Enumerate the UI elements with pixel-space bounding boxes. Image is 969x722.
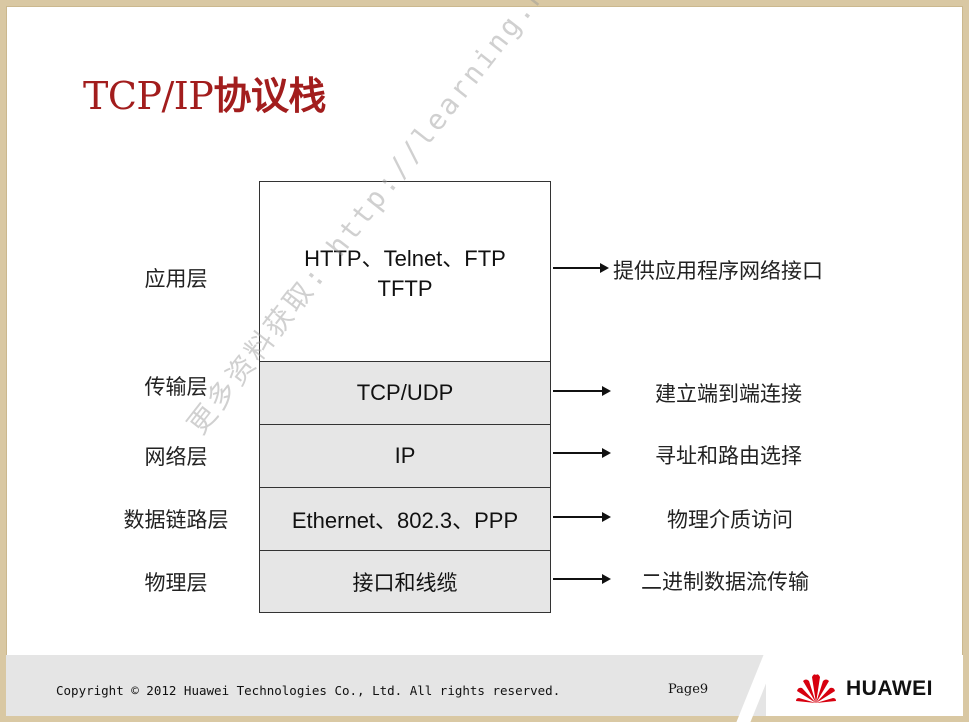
layer-label-physical: 物理层 (144, 571, 208, 595)
title-cn: 协议栈 (213, 74, 326, 118)
copyright-text: Copyright © 2012 Huawei Technologies Co.… (56, 683, 561, 698)
transport-protocols: TCP/UDP (356, 380, 454, 405)
protocol-stack: HTTP、Telnet、FTP TFTP TCP/UDP IP Ethernet… (259, 181, 551, 613)
physical-protocols: 接口和线缆 (352, 570, 458, 595)
arrow-application (553, 263, 609, 273)
footer-logo-panel (766, 655, 963, 716)
stack-cell-network: IP (259, 424, 551, 487)
stack-cell-physical: 接口和线缆 (259, 550, 551, 613)
stack-cell-transport: TCP/UDP (259, 361, 551, 424)
desc-network: 寻址和路由选择 (655, 444, 802, 468)
arrow-network (553, 448, 611, 458)
footer: Copyright © 2012 Huawei Technologies Co.… (6, 647, 963, 722)
desc-transport: 建立端到端连接 (655, 382, 802, 406)
arrow-transport (553, 386, 611, 396)
brand-name: HUAWEI (846, 677, 933, 700)
slide: TCP/IP协议栈 应用层 传输层 网络层 数据链路层 物理层 HTTP、Tel… (6, 0, 963, 716)
page-number: Page9 (668, 682, 709, 697)
network-protocols: IP (394, 443, 416, 468)
arrow-physical (553, 574, 611, 584)
layer-label-network: 网络层 (144, 445, 208, 469)
stack-cell-application: HTTP、Telnet、FTP TFTP (259, 181, 551, 361)
arrow-datalink (553, 512, 611, 522)
layer-label-datalink: 数据链路层 (123, 508, 229, 532)
desc-physical: 二进制数据流传输 (641, 570, 809, 594)
page-title: TCP/IP协议栈 (83, 65, 326, 120)
title-latin: TCP/IP (83, 74, 214, 118)
stack-cell-datalink: Ethernet、802.3、PPP (259, 487, 551, 550)
huawei-logo: HUAWEI (794, 673, 933, 705)
huawei-flower-icon (796, 674, 836, 703)
desc-application: 提供应用程序网络接口 (613, 259, 823, 283)
application-protocols-line1: HTTP、Telnet、FTP (304, 246, 506, 271)
desc-datalink: 物理介质访问 (667, 508, 793, 532)
datalink-protocols: Ethernet、802.3、PPP (291, 508, 519, 533)
application-protocols-line2: TFTP (377, 276, 433, 301)
layer-label-transport: 传输层 (144, 375, 208, 399)
layer-label-application: 应用层 (144, 267, 208, 291)
